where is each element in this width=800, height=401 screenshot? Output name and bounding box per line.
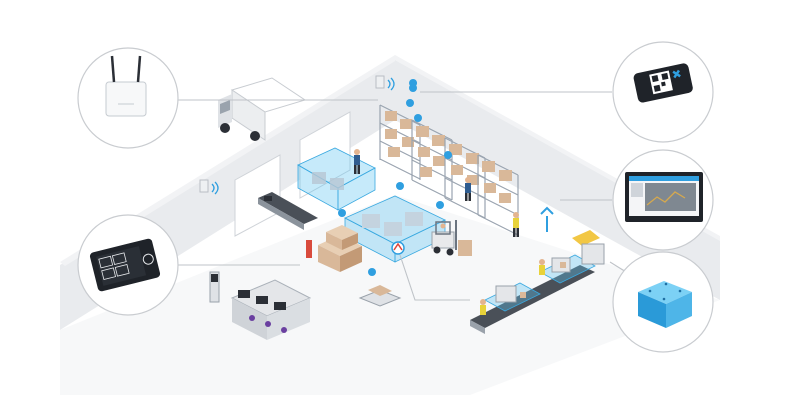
safety-bollard — [306, 240, 312, 258]
tablet-icon — [89, 238, 161, 292]
pin-icon-5 — [436, 201, 444, 209]
shelving-racks — [379, 104, 519, 236]
location-pins — [338, 79, 452, 276]
kiosk-terminal — [209, 271, 220, 303]
hub-icon — [391, 241, 405, 255]
box-stack-left — [318, 225, 362, 272]
callout-sensor-box — [612, 251, 714, 353]
callout-dashboard-monitor — [612, 149, 714, 251]
worker-floor — [513, 212, 519, 237]
pallet-cart — [358, 285, 402, 307]
pin-icon-2 — [406, 99, 414, 107]
pin-icon-6 — [338, 209, 346, 217]
warehouse-building — [60, 55, 720, 395]
pin-icon-1 — [409, 84, 417, 92]
receiving-zone — [297, 147, 376, 211]
pin-icon-3 — [444, 151, 452, 159]
control-room — [230, 279, 312, 340]
production-line — [470, 230, 605, 334]
forklift — [431, 220, 472, 256]
robot-arm — [540, 206, 554, 232]
monitor-icon — [625, 172, 703, 222]
router-icon — [105, 81, 147, 117]
staging-zone — [344, 195, 446, 263]
pin-icon-4 — [396, 182, 404, 190]
dock-conveyor — [258, 192, 318, 230]
delivery-truck — [218, 77, 307, 141]
wall-access-point-1 — [375, 75, 395, 91]
qr-tag-icon — [633, 63, 693, 103]
left-wall-top — [60, 55, 400, 266]
worker-shelf — [465, 177, 471, 201]
callout-handheld-terminal — [77, 214, 179, 316]
callout-tracking-tag — [612, 41, 714, 143]
worker-dock — [354, 149, 360, 174]
wall-access-point-2 — [199, 179, 219, 195]
callout-wifi-access-point — [77, 47, 179, 149]
blue-device-icon — [638, 281, 692, 328]
pin-icon-8 — [414, 114, 422, 122]
pin-icon-7 — [368, 268, 376, 276]
